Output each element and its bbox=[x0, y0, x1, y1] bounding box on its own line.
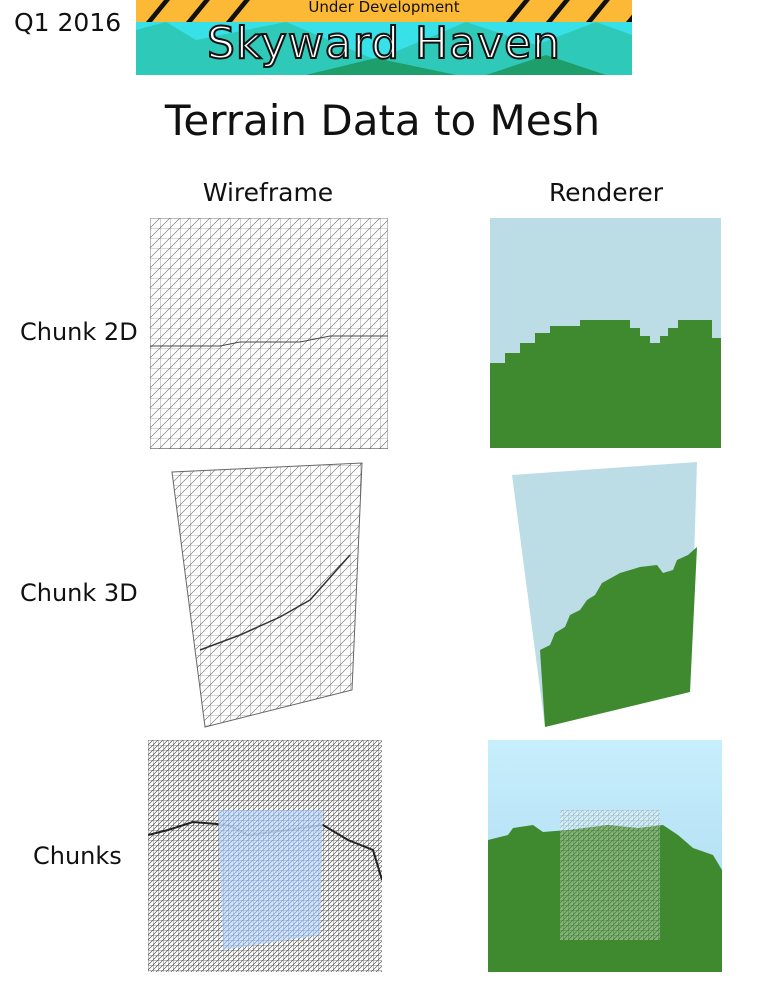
render-chunk-3d bbox=[512, 462, 697, 727]
banner-background bbox=[136, 0, 632, 75]
banner-title: Skyward Haven bbox=[206, 17, 562, 70]
banner-subtitle: Under Development bbox=[308, 0, 460, 16]
row-label-chunk-3d: Chunk 3D bbox=[20, 579, 138, 607]
banner-logo: Under Development Skyward Haven bbox=[136, 0, 632, 75]
column-header-renderer: Renderer bbox=[548, 178, 664, 207]
render-chunk-2d bbox=[490, 218, 721, 448]
wireframe-chunk-3d bbox=[171, 462, 363, 728]
date-label: Q1 2016 bbox=[14, 8, 122, 37]
chunk-wire-overlay bbox=[560, 810, 660, 940]
selected-chunk-highlight bbox=[218, 810, 323, 950]
render-chunks bbox=[488, 740, 722, 972]
row-label-chunks: Chunks bbox=[33, 842, 122, 870]
column-header-wireframe: Wireframe bbox=[202, 178, 334, 207]
row-label-chunk-2d: Chunk 2D bbox=[20, 318, 138, 346]
wireframe-chunk-2d bbox=[150, 218, 388, 449]
wireframe-chunks bbox=[148, 740, 382, 972]
page-title: Terrain Data to Mesh bbox=[164, 96, 601, 145]
